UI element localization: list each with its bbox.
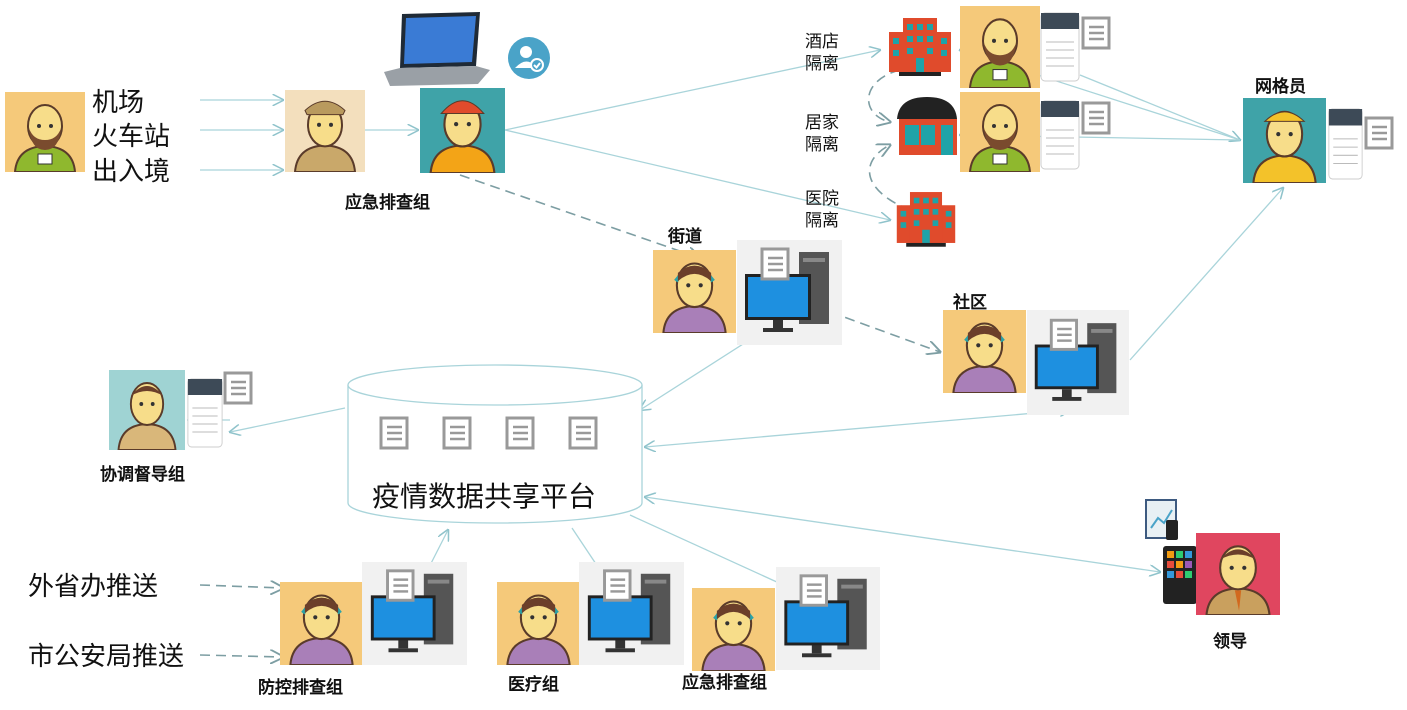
tablet-icon [1162, 545, 1198, 605]
medical-group-label: 医疗组 [508, 675, 559, 695]
source-railway: 火车站 [92, 122, 171, 152]
push-source-police: 市公安局推送 [28, 642, 185, 672]
laptop-icon [380, 10, 492, 88]
community-agent-avatar [943, 310, 1026, 393]
label-line: 医院 [805, 189, 839, 209]
community-label: 社区 [953, 293, 987, 313]
medical-computer-icon [579, 562, 684, 665]
document-icon [567, 415, 599, 451]
emergency-group-top-label: 应急排查组 [345, 193, 430, 213]
clipboard-chart-icon [1142, 496, 1182, 542]
traveler-avatar [5, 92, 85, 172]
user-check-icon [507, 36, 551, 80]
hotel-building-icon [885, 12, 955, 78]
phone-form-icon [1040, 100, 1080, 170]
street-computer-icon [737, 240, 842, 345]
prevention-computer-icon [362, 562, 467, 665]
document-icon [504, 415, 536, 451]
document-icon [1363, 115, 1395, 151]
street-label: 街道 [668, 227, 702, 247]
street-agent-avatar [653, 250, 736, 333]
push-source-province: 外省办推送 [28, 572, 159, 602]
staff-avatar-home [960, 92, 1040, 172]
officer-avatar [285, 90, 365, 172]
phone-form-icon [1040, 12, 1080, 82]
emergency-agent-avatar [692, 588, 775, 671]
community-computer-icon [1027, 310, 1129, 415]
coordination-avatar [109, 370, 185, 450]
document-icon [222, 370, 254, 406]
document-icon [1080, 100, 1112, 136]
grid-worker-label: 网格员 [1255, 77, 1306, 97]
home-isolation-label: 居家隔离 [805, 112, 845, 156]
document-icon [378, 415, 410, 451]
grid-worker-avatar [1243, 98, 1326, 183]
document-icon [1080, 15, 1112, 51]
medical-agent-avatar [497, 582, 580, 665]
prevention-agent-avatar [280, 582, 363, 665]
hospital-isolation-label: 医院隔离 [805, 188, 845, 232]
label-line: 居家 [805, 113, 839, 133]
staff-avatar-hotel [960, 6, 1040, 88]
leader-avatar [1196, 533, 1280, 615]
label-line: 隔离 [805, 135, 839, 155]
platform-title: 疫情数据共享平台 [372, 480, 597, 513]
document-icon [441, 415, 473, 451]
label-line: 隔离 [805, 54, 839, 74]
source-border: 出入境 [92, 157, 171, 187]
emergency-group-label: 应急排查组 [682, 673, 767, 693]
firefighter-avatar [420, 88, 505, 173]
phone-icon [1328, 108, 1363, 180]
prevention-group-label: 防控排查组 [258, 678, 343, 698]
hospital-building-icon [893, 185, 959, 250]
label-line: 隔离 [805, 211, 839, 231]
hotel-isolation-label: 酒店隔离 [805, 31, 845, 75]
phone-icon [187, 378, 223, 448]
leader-label: 领导 [1213, 632, 1247, 652]
home-building-icon [893, 95, 961, 157]
source-airport: 机场 [92, 88, 145, 118]
coordination-group-label: 协调督导组 [100, 465, 185, 485]
emergency-computer-icon [776, 567, 880, 670]
label-line: 酒店 [805, 32, 839, 52]
